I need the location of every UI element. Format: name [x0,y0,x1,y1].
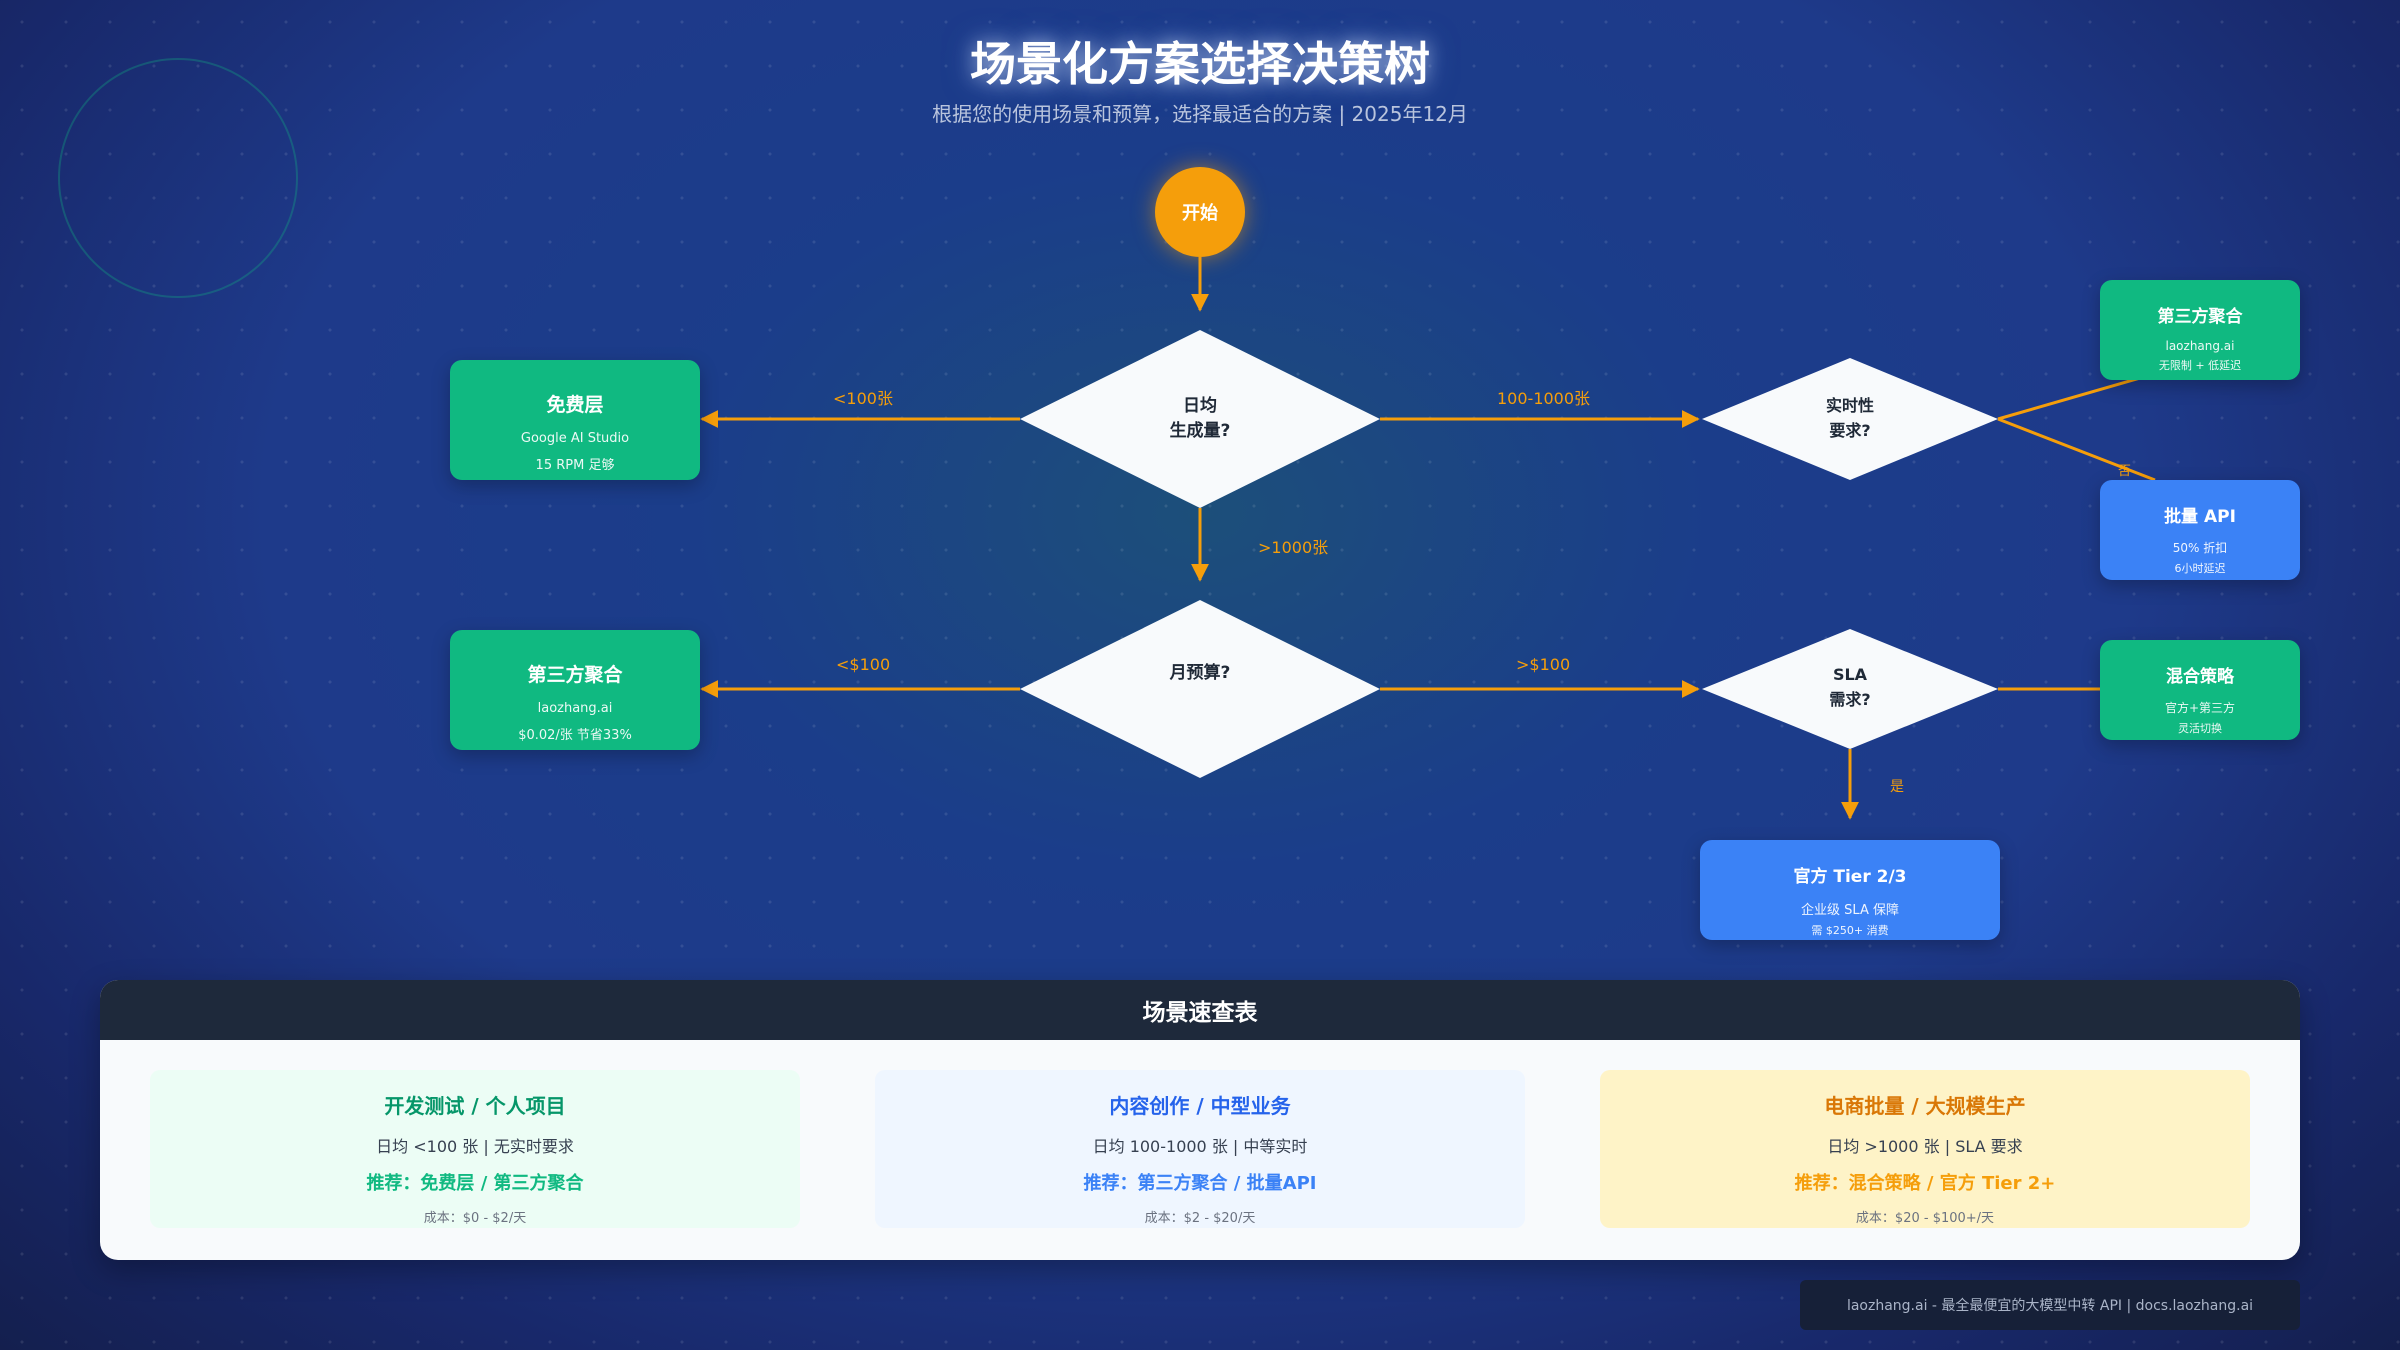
result-hybrid-line1: 官方+第三方 [2164,701,2236,715]
result-third-party-realtime: 第三方聚合 laozhang.ai 无限制 + 低延迟 [2100,280,2300,380]
scenario-card-dev: 开发测试 / 个人项目 日均 <100 张 | 无实时要求 推荐：免费层 / 第… [150,1070,800,1228]
result-official-line2: 需 $250+ 消费 [1811,924,1889,937]
decision-budget-text: 月预算? [1169,663,1231,683]
result-official-title: 官方 Tier 2/3 [1793,867,1907,887]
result-free-line2: 15 RPM 足够 [535,458,615,473]
result-hybrid-strategy: 混合策略 官方+第三方 灵活切换 [2100,640,2300,740]
decision-sla-line2: 需求? [1829,690,1871,709]
result-third-budget-line1: laozhang.ai [537,701,613,716]
quick-reference-panel: 场景速查表 开发测试 / 个人项目 日均 <100 张 | 无实时要求 推荐：免… [100,980,2300,1260]
result-hybrid-line2: 灵活切换 [2178,722,2222,735]
scenario-card-ecommerce: 电商批量 / 大规模生产 日均 >1000 张 | SLA 要求 推荐：混合策略… [1600,1070,2250,1228]
edge-label-gt-budget: >$100 [1516,655,1571,674]
result-free-line1: Google AI Studio [520,431,630,446]
scenario-card-content: 内容创作 / 中型业务 日均 100-1000 张 | 中等实时 推荐：第三方聚… [875,1070,1525,1228]
decision-sla-line1: SLA [1832,665,1868,684]
decision-daily-line1: 日均 [1183,396,1217,416]
edge-label-lt100: <100张 [833,389,893,408]
edge-realtime-to-third [1997,376,2141,421]
decision-daily-text: 日均 生成量? [1100,394,1300,444]
decision-sla-diamond [1702,629,1998,749]
decision-daily-line2: 生成量? [1169,421,1231,441]
decision-realtime-line1: 实时性 [1825,396,1874,415]
decision-daily-diamond [1020,330,1380,508]
scenario-card-recommend: 推荐：免费层 / 第三方聚合 [366,1173,584,1194]
result-third-party-budget: 第三方聚合 laozhang.ai $0.02/张 节省33% [450,630,700,750]
scenario-card-title: 开发测试 / 个人项目 [384,1094,566,1118]
result-third-budget-title: 第三方聚合 [527,664,623,686]
result-hybrid-title: 混合策略 [2166,667,2234,687]
page-title: 场景化方案选择决策树 [970,37,1430,91]
result-batch-title: 批量 API [2164,507,2236,527]
scenario-card-title: 内容创作 / 中型业务 [1109,1094,1291,1118]
result-official-tier: 官方 Tier 2/3 企业级 SLA 保障 需 $250+ 消费 [1700,840,2000,940]
result-free-title: 免费层 [546,394,604,416]
scenario-card-recommend: 推荐：混合策略 / 官方 Tier 2+ [1794,1173,2056,1194]
edge-label-no: 否 [2118,464,2132,479]
quick-reference-title: 场景速查表 [100,980,2300,1040]
edge-label-mid: 100-1000张 [1497,389,1591,408]
result-third-realtime-title: 第三方聚合 [2157,307,2243,327]
result-third-realtime-line1: laozhang.ai [2165,339,2235,353]
scenario-card-title: 电商批量 / 大规模生产 [1824,1094,2026,1118]
result-official-line1: 企业级 SLA 保障 [1801,903,1899,918]
result-third-budget-line2: $0.02/张 节省33% [518,728,632,743]
scenario-card-desc: 日均 100-1000 张 | 中等实时 [1092,1137,1308,1156]
edge-label-yes: 是 [1890,779,1904,795]
edge-realtime-to-batch [1997,417,2156,482]
decorative-circle [58,58,298,298]
result-third-realtime-line2: 无限制 + 低延迟 [2158,359,2242,372]
decision-realtime-diamond [1702,358,1998,480]
footer-branding: laozhang.ai - 最全最便宜的大模型中转 API | docs.lao… [1800,1280,2300,1330]
scenario-card-cost: 成本：$2 - $20/天 [1144,1211,1256,1226]
scenario-card-recommend: 推荐：第三方聚合 / 批量API [1083,1173,1317,1194]
scenario-card-cost: 成本：$20 - $100+/天 [1855,1211,1995,1226]
edge-label-lt-budget: <$100 [836,655,891,674]
result-batch-api: 批量 API 50% 折扣 6小时延迟 [2100,480,2300,580]
start-node: 开始 [1155,167,1245,257]
scenario-card-cost: 成本：$0 - $2/天 [423,1211,527,1226]
decision-realtime-line2: 要求? [1829,421,1871,440]
edge-label-gt1000: >1000张 [1258,538,1329,557]
result-free-tier: 免费层 Google AI Studio 15 RPM 足够 [450,360,700,480]
page-subtitle: 根据您的使用场景和预算，选择最适合的方案 | 2025年12月 [932,102,1468,126]
scenario-card-desc: 日均 <100 张 | 无实时要求 [376,1137,574,1156]
result-batch-line1: 50% 折扣 [2172,541,2228,555]
decision-sla-text: SLA 需求? [1750,662,1950,712]
decision-realtime-text: 实时性 要求? [1750,393,1950,443]
scenario-card-desc: 日均 >1000 张 | SLA 要求 [1827,1137,2023,1156]
result-batch-line2: 6小时延迟 [2174,562,2226,575]
decision-budget-diamond [1020,600,1380,778]
